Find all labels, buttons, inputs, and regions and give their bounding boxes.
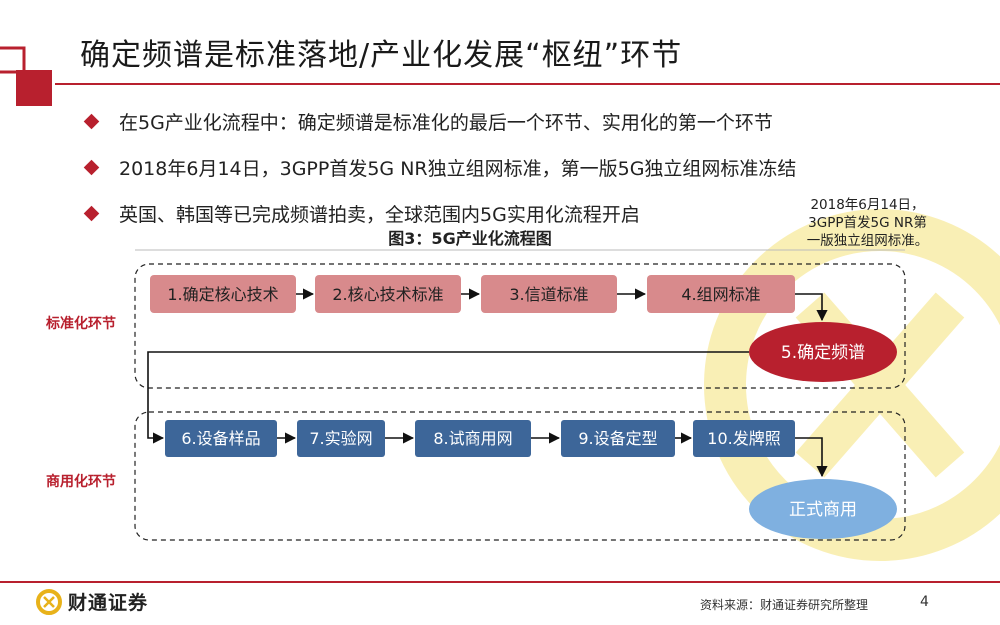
bullet-item: 2018年6月14日，3GPP首发5G NR独立组网标准，第一版5G独立组网标准… [82,144,796,190]
step-label: 7.实验网 [309,429,372,448]
step-box: 1.确定核心技术 [150,275,296,313]
page-number: 4 [920,594,929,610]
corner-decoration [0,46,52,106]
logo-text: 财通证券 [68,592,149,614]
flow-arrow [795,293,828,322]
company-logo: 财通证券 [36,588,148,615]
note-line: 一版独立组网标准。 [806,233,929,249]
bullet-text: 在5G产业化流程中：确定频谱是标准化的最后一个环节、实用化的第一个环节 [119,111,773,134]
step-label: 2.核心技术标准 [332,285,443,304]
step-label: 3.信道标准 [509,285,588,304]
group-label-standard: 标准化环节 [45,315,116,332]
flow-arrow [795,437,828,478]
standard-group-frame [134,263,906,389]
logo-coin-icon [36,588,62,615]
step-box: 2.核心技术标准 [315,275,461,313]
bullet-text: 英国、韩国等已完成频谱拍卖，全球范围内5G实用化流程开启 [119,203,640,226]
frequency-ellipse: 5.确定频谱 [749,322,897,382]
step-box: 3.信道标准 [481,275,617,313]
step-label: 8.试商用网 [433,429,512,448]
flow-connector [147,351,749,444]
source-note: 资料来源：财通证券研究所整理 [700,598,869,612]
step-label: 正式商用 [789,500,857,520]
step-box: 7.实验网 [297,420,385,457]
bullet-text: 2018年6月14日，3GPP首发5G NR独立组网标准，第一版5G独立组网标准… [119,157,797,180]
final-ellipse: 正式商用 [749,479,897,539]
step-label: 5.确定频谱 [781,343,865,363]
note-line: 3GPP首发5G NR第 [808,215,927,231]
step-box: 4.组网标准 [647,275,795,313]
step-box: 9.设备定型 [561,420,675,457]
figure-title: 图3：5G产业化流程图 [388,229,552,248]
bullet-list: 在5G产业化流程中：确定频谱是标准化的最后一个环节、实用化的第一个环节 2018… [82,98,796,236]
step-label: 9.设备定型 [578,429,657,448]
step-box: 6.设备样品 [165,420,277,457]
commercial-group-frame [134,411,906,541]
page-title: 确定频谱是标准落地/产业化发展“枢纽”环节 [80,38,683,73]
group-label-commercial: 商用化环节 [46,473,116,490]
step-box: 10.发牌照 [693,420,795,457]
step-box: 8.试商用网 [415,420,531,457]
title-divider [55,83,1000,85]
step-label: 1.确定核心技术 [167,285,278,304]
step-label: 4.组网标准 [681,285,760,304]
step-label: 10.发牌照 [707,429,780,448]
step-label: 6.设备样品 [181,429,260,448]
annotation-note: 2018年6月14日， 3GPP首发5G NR第 一版独立组网标准。 [785,196,950,250]
footer-divider [0,581,1000,583]
bullet-item: 在5G产业化流程中：确定频谱是标准化的最后一个环节、实用化的第一个环节 [82,98,782,144]
note-line: 2018年6月14日， [810,197,925,213]
bullet-item: 英国、韩国等已完成频谱拍卖，全球范围内5G实用化流程开启 [82,190,782,236]
